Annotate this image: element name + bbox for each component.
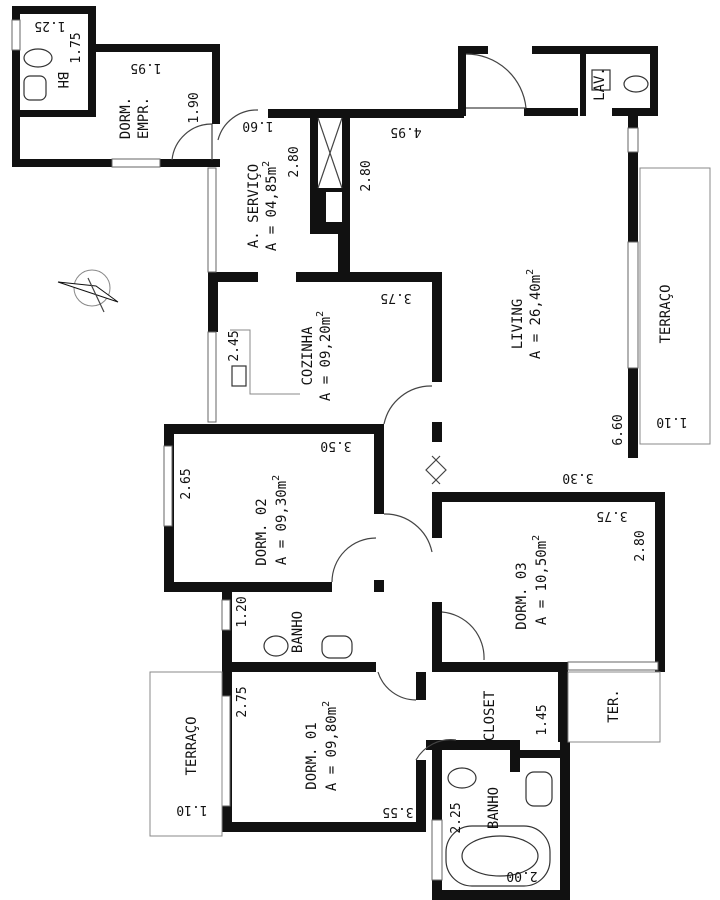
dim-175: 1.75: [69, 32, 84, 63]
dim-190: 1.90: [187, 92, 202, 123]
toilet-icon: [623, 75, 649, 93]
label-dorm01-name: DORM. 01: [304, 722, 320, 789]
dim-280b: 2.80: [359, 160, 374, 191]
dimension-labels: 1.25 1.75 1.95 1.90 1.60 2.80 2.80 4.95 …: [34, 18, 687, 883]
label-closet: CLOSET: [482, 690, 498, 741]
label-cozinha-area: A = 09,20m2: [315, 311, 334, 401]
walls: [12, 6, 665, 900]
toilet-icon: [447, 767, 477, 789]
dim-120: 1.20: [235, 596, 250, 627]
dim-110b: 1.10: [176, 802, 207, 817]
dim-160: 1.60: [242, 118, 273, 133]
dim-350: 3.50: [320, 438, 351, 453]
room-labels: BH DORM. EMPR. A. SERVIÇO A = 04,85m2 LA…: [54, 67, 674, 829]
label-dorm01-area: A = 09,80m2: [321, 701, 340, 791]
label-dorm-empr-1: DORM.: [118, 97, 134, 139]
label-living-area: A = 26,40m2: [525, 269, 544, 359]
windows: [11, 19, 659, 881]
toilet-icon: [23, 48, 53, 68]
label-lav: LAV.: [592, 67, 608, 101]
dim-660: 6.60: [611, 414, 626, 445]
sink-icon: [321, 635, 353, 659]
dim-145: 1.45: [535, 704, 550, 735]
north-arrow-icon: [57, 269, 119, 313]
label-living-name: LIVING: [510, 299, 526, 350]
dim-200: 2.00: [506, 868, 537, 883]
label-dorm03-name: DORM. 03: [514, 562, 530, 629]
dim-110a: 1.10: [656, 414, 687, 429]
dim-225: 2.25: [449, 802, 464, 833]
dim-280a: 2.80: [287, 146, 302, 177]
label-banho-bottom: BANHO: [486, 787, 502, 829]
label-cozinha-name: COZINHA: [300, 326, 316, 386]
label-dorm02-area: A = 09,30m2: [271, 475, 290, 565]
sink-icon: [525, 771, 553, 807]
fixtures: [23, 48, 649, 887]
sink-icon: [23, 75, 47, 101]
dim-125: 1.25: [34, 18, 65, 33]
stove-icon: [231, 365, 247, 387]
label-servico-name: A. SERVIÇO: [246, 164, 262, 248]
label-servico-area: A = 04,85m2: [261, 161, 280, 251]
label-terraco-left: TERRAÇO: [184, 716, 200, 775]
dim-275: 2.75: [235, 686, 250, 717]
dim-245: 2.45: [227, 330, 242, 361]
dim-330: 3.30: [562, 470, 593, 485]
sink-icon: [591, 69, 611, 91]
label-terraco-right: TERRAÇO: [658, 284, 674, 343]
dim-195: 1.95: [130, 60, 161, 75]
dim-280c: 2.80: [633, 530, 648, 561]
label-dorm02-name: DORM. 02: [254, 498, 270, 565]
label-ter: TER.: [606, 689, 622, 723]
dim-355: 3.55: [382, 804, 413, 819]
label-dorm-empr-2: EMPR.: [136, 97, 152, 139]
terraces: [149, 167, 711, 837]
dim-495: 4.95: [390, 124, 421, 139]
dim-375a: 3.75: [380, 290, 411, 305]
label-dorm03-area: A = 10,50m2: [531, 535, 550, 625]
label-bh: BH: [54, 72, 70, 89]
doors: [171, 53, 527, 761]
toilet-icon: [263, 635, 289, 657]
dim-265: 2.65: [179, 468, 194, 499]
label-banho-mid: BANHO: [290, 611, 306, 653]
dim-375b: 3.75: [596, 508, 627, 523]
